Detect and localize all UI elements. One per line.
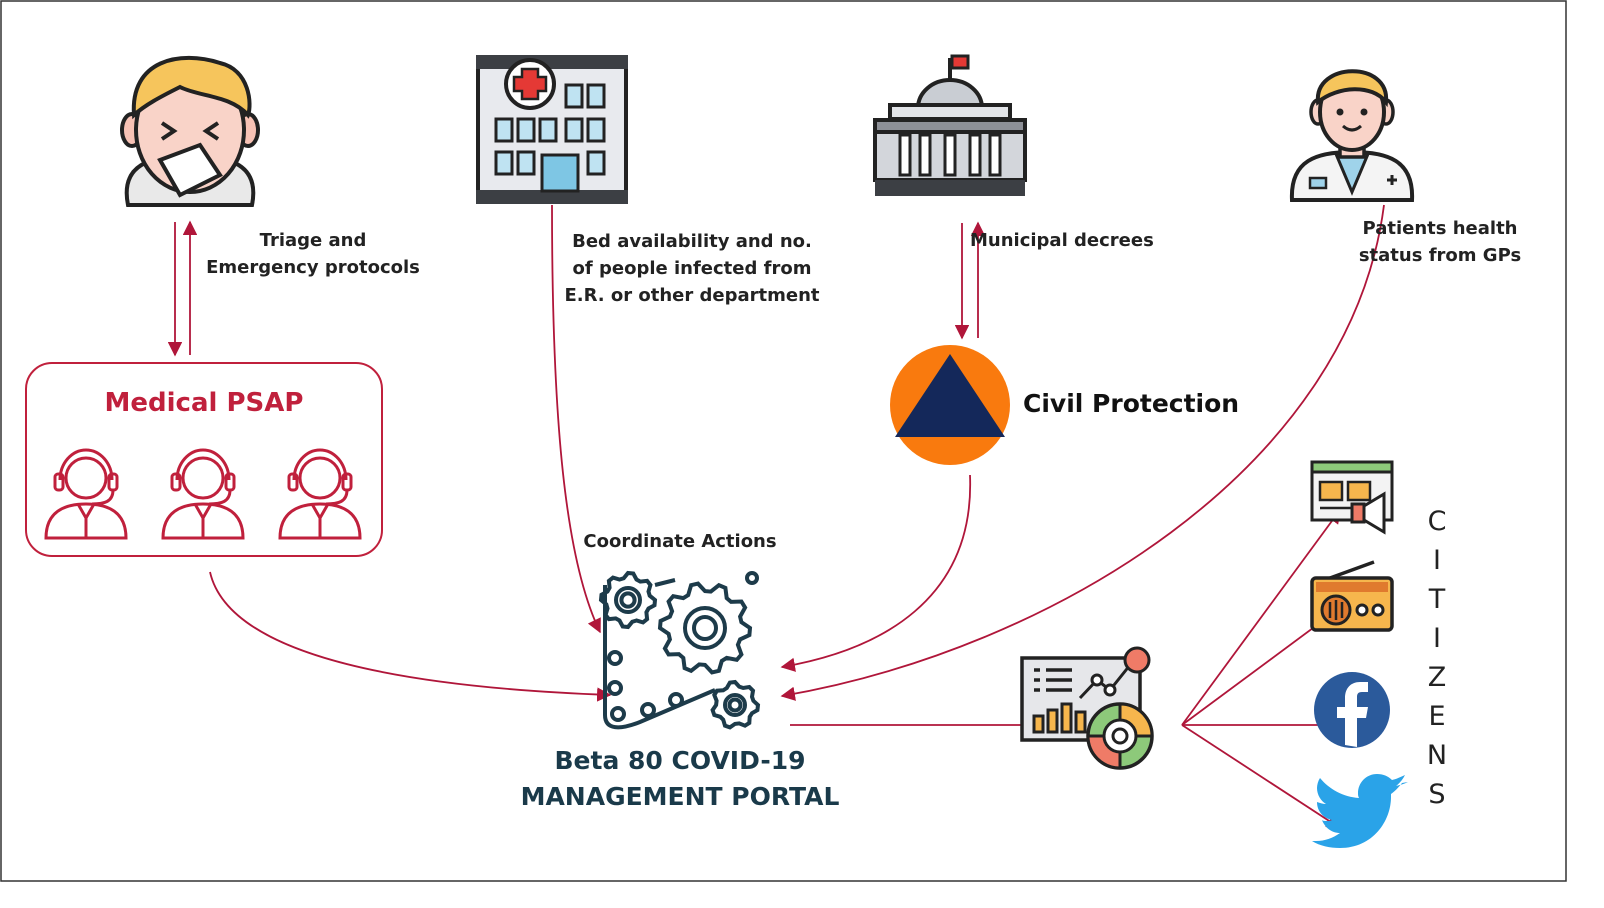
citizens-letter: I [1433,545,1441,576]
dashboard-icon [1020,646,1154,770]
triage-label: Triage and Emergency protocols [206,230,420,278]
sick-person-icon [120,55,260,207]
arrow-gp-portal [780,204,1385,701]
portal-title-line2: MANAGEMENT PORTAL [520,782,840,811]
hospital-icon [476,55,628,204]
bed-availability-label: Bed availability and no. of people infec… [564,231,820,306]
citizens-letter: Z [1427,662,1447,693]
operator-headset-icon [161,448,245,540]
citizens-letter: T [1428,584,1446,615]
arrow-to-web [1181,508,1341,726]
citizens-letter: S [1428,779,1446,810]
facebook-icon [1314,672,1390,748]
arrow-psap-portal [209,571,612,702]
operator-headset-icon [278,448,362,540]
radio-icon [1310,560,1394,632]
civil-protection-label: Civil Protection [1023,389,1240,418]
operator-headset-icon [44,448,128,540]
coordinate-actions-label: Coordinate Actions [583,531,777,552]
web-ad-icon [1310,460,1394,535]
citizens-letter: N [1426,740,1448,771]
arrow-civil-portal [780,474,971,672]
gears-icon [598,570,761,730]
operators [44,448,362,540]
twitter-icon [1312,774,1408,848]
diagram-frame [0,0,1567,882]
connectors [167,204,1385,829]
municipal-decrees-label: Municipal decrees [970,230,1154,251]
arrow-hospital-portal [551,204,601,634]
citizens-letter: I [1433,623,1441,654]
psap-title: Medical PSAP [104,388,304,418]
citizens-letter: C [1427,506,1447,537]
patients-health-label: Patients health status from GPs [1358,218,1522,266]
psap-box [25,362,383,557]
portal-title-line1: Beta 80 COVID-19 [554,746,806,775]
portal-title: Beta 80 COVID-19 MANAGEMENT PORTAL [480,743,880,815]
citizens-letter: E [1428,701,1446,732]
arrow-to-twitter [1181,724,1342,829]
civil-protection-icon [890,345,1010,465]
city-hall-icon [873,54,1027,196]
doctor-icon [1289,69,1415,202]
